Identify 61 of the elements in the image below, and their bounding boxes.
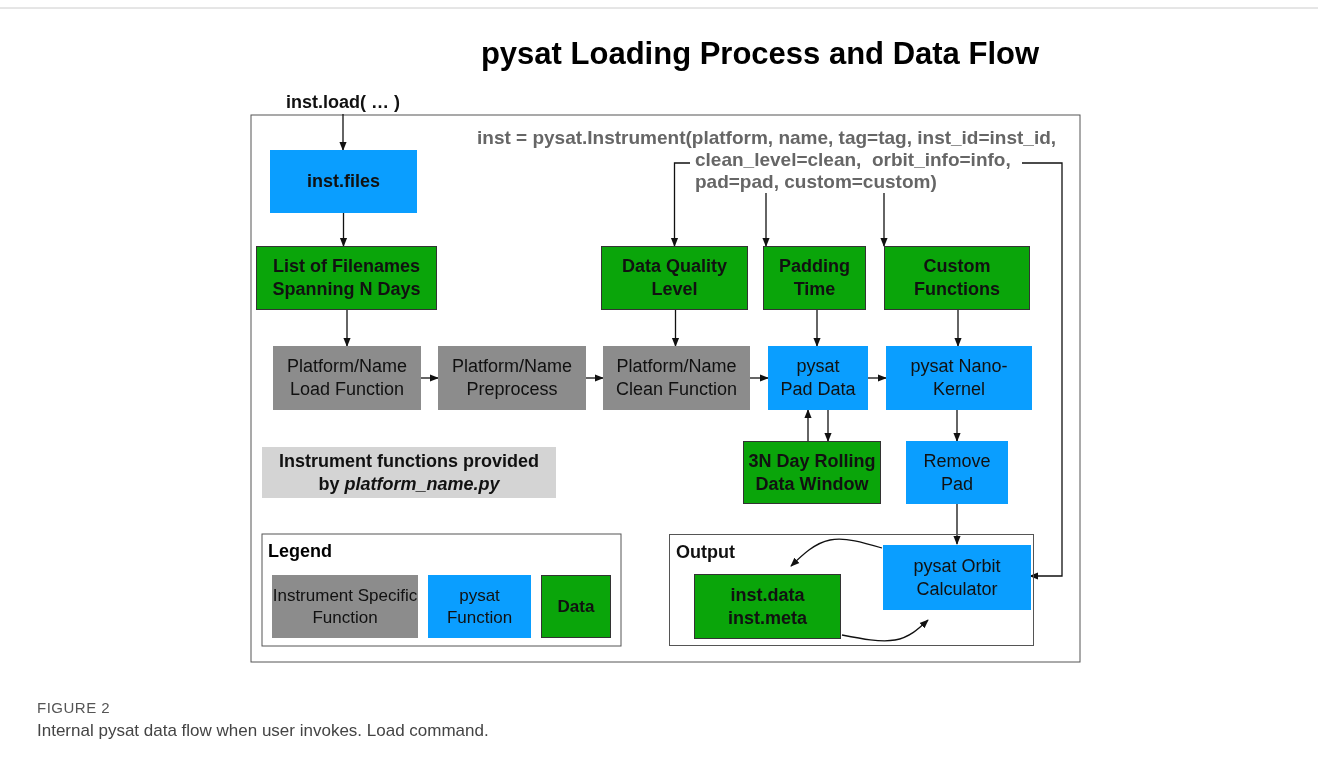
box-label: Data Quality Level [621, 255, 728, 301]
arrow [867, 374, 887, 382]
legend-item: Data [541, 575, 611, 638]
code-call-text: inst.load( … ) [286, 90, 400, 114]
caption: Internal pysat data flow when user invokes. Load command. [37, 721, 489, 741]
data-box [694, 574, 841, 639]
group-box [669, 534, 1034, 646]
arrow [804, 409, 812, 442]
data-box [884, 246, 1030, 310]
box-label: Padding Time [778, 255, 851, 301]
function-box [438, 346, 586, 410]
arrow [1021, 162, 1063, 580]
legend-heading: Legend [268, 541, 332, 562]
arrow [339, 113, 347, 151]
legend-item: pysat Function [428, 575, 531, 638]
box-label: inst.files [307, 170, 380, 193]
data-box [763, 246, 866, 310]
legend-item: Instrument Specific Function [272, 575, 418, 638]
group-heading: Output [676, 541, 735, 564]
arrow [813, 309, 821, 347]
box-label: pysat Orbit Calculator [912, 554, 1002, 601]
arrow [841, 619, 929, 642]
process-box [883, 545, 1031, 610]
arrow [420, 374, 439, 382]
box-label: 3N Day Rolling Data Window [747, 449, 877, 496]
figure-number: FIGURE 2 [37, 699, 111, 716]
arrow [953, 503, 961, 545]
arrow [339, 212, 348, 247]
arrow [343, 309, 351, 347]
process-box [906, 441, 1008, 504]
arrow [790, 538, 883, 567]
arrow [954, 309, 962, 347]
function-box [603, 346, 750, 410]
process-box [270, 150, 417, 213]
box-label: pysat Pad Data [780, 355, 856, 401]
box-label: Instrument functions provided by platform_name.py [278, 449, 540, 496]
box-label: inst.data inst.meta [727, 583, 808, 630]
code-text: inst = pysat.Instrument(platform, name, tag=tag, inst_id=inst_id, clean_level=clean, orbit_info=info, pad=pad, custom=custom) [477, 127, 1058, 193]
title: pysat Loading Process and Data Flow [479, 36, 1041, 72]
box-label: Remove Pad [922, 449, 992, 496]
box-label: List of Filenames Spanning N Days [271, 255, 422, 301]
box-label: Platform/Name Preprocess [450, 355, 573, 401]
arrow [824, 409, 832, 442]
data-box [601, 246, 748, 310]
data-box [256, 246, 437, 310]
arrow [880, 192, 888, 247]
function-box [273, 346, 421, 410]
arrow [670, 162, 691, 247]
data-box [743, 441, 881, 504]
box-label: Platform/Name Load Function [285, 355, 408, 401]
arrow [749, 374, 769, 382]
arrow [585, 374, 604, 382]
box-label: pysat Nano-Kernel [909, 355, 1009, 401]
process-box [768, 346, 868, 410]
arrow [762, 192, 770, 247]
box-label: Platform/Name Clean Function [615, 355, 738, 401]
process-box [886, 346, 1032, 410]
arrow [953, 409, 961, 442]
note-box [262, 447, 556, 498]
arrow [671, 309, 680, 347]
box-label: Custom Functions [913, 255, 1001, 301]
